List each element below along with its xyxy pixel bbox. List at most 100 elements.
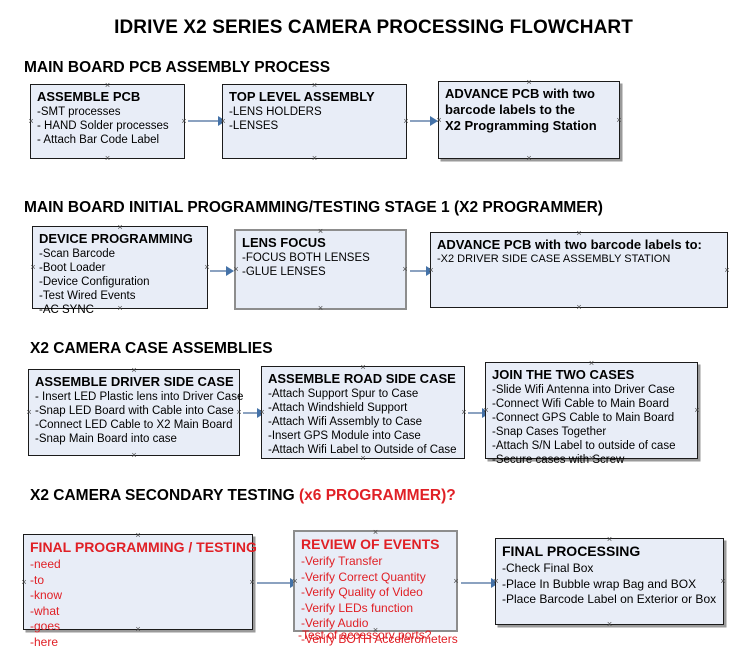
connector-handle-bottom[interactable]: [606, 621, 613, 628]
node-line: -FOCUS BOTH LENSES: [242, 252, 370, 264]
connector-handle-bottom[interactable]: [311, 155, 318, 162]
arrow-device-programming-to-lens-focus: [210, 266, 234, 276]
node-line: -know: [30, 588, 63, 602]
section-header-x2-camera-case-assemblies: X2 CAMERA CASE ASSEMBLIES: [30, 340, 273, 358]
node-line: -X2 DRIVER SIDE CASE ASSEMBLY STATION: [437, 253, 671, 265]
node-line: - Attach Bar Code Label: [37, 134, 160, 146]
connector-handle-top[interactable]: [526, 79, 533, 86]
connector-handle-top[interactable]: [311, 82, 318, 89]
node-device-programming[interactable]: DEVICE PROGRAMMING -Scan Barcode -Boot L…: [30, 224, 208, 316]
node-line: -here: [30, 634, 59, 649]
section-header-main-board-pcb-assembly: MAIN BOARD PCB ASSEMBLY PROCESS: [24, 59, 330, 77]
node-line: -GLUE LENSES: [242, 266, 326, 278]
node-line: -Place In Bubble wrap Bag and BOX: [502, 576, 697, 591]
connector-handle-top[interactable]: [576, 230, 583, 237]
node-title: DEVICE PROGRAMMING: [39, 231, 193, 246]
connector-handle-top[interactable]: [117, 224, 124, 231]
arrow-final-programming-to-review-of-events: [257, 578, 298, 588]
connector-handle-left[interactable]: [30, 264, 37, 271]
node-top-level-assembly[interactable]: TOP LEVEL ASSEMBLY -LENS HOLDERS -LENSES: [222, 84, 407, 159]
connector-handle-bottom[interactable]: [526, 155, 533, 162]
node-title: ADVANCE PCB with two: [445, 86, 595, 101]
node-title: FINAL PROGRAMMING / TESTING: [30, 539, 257, 555]
node-title: ADVANCE PCB with two barcode labels to:: [437, 237, 702, 252]
connector-handle-bottom[interactable]: [317, 305, 324, 312]
node-line: -Scan Barcode: [39, 248, 116, 260]
node-lens-focus[interactable]: LENS FOCUS -FOCUS BOTH LENSES -GLUE LENS…: [234, 229, 407, 310]
node-line: -Verify LEDs function: [301, 600, 414, 615]
arrow-top-level-assembly-to-advance-pcb: [410, 116, 438, 126]
node-title: FINAL PROCESSING: [502, 543, 641, 559]
node-review-of-events[interactable]: REVIEW OF EVENTS -Verify Transfer -Verif…: [292, 529, 460, 646]
connector-handle-left[interactable]: [26, 409, 33, 416]
node-line: -what: [30, 603, 60, 618]
node-line: -Verify Correct Quantity: [301, 569, 426, 584]
node-line: -Attach Wifi Label to Outside of Case: [268, 444, 457, 456]
connector-handle-top[interactable]: [317, 228, 324, 235]
connector-handle-left[interactable]: [28, 118, 35, 125]
connector-handle-top[interactable]: [104, 82, 111, 89]
connector-handle-right[interactable]: [236, 409, 243, 416]
node-line: -Attach S/N Label to outside of case: [492, 440, 676, 452]
node-review-of-events-overflow-line: -Test of accessory ports?: [298, 628, 432, 642]
section-header-text: MAIN BOARD PCB ASSEMBLY PROCESS: [24, 59, 331, 76]
node-assemble-driver-side-case[interactable]: ASSEMBLE DRIVER SIDE CASE - Insert LED P…: [26, 367, 243, 459]
connector-handle-bottom[interactable]: [576, 304, 583, 311]
node-title-line3: X2 Programming Station: [445, 118, 597, 133]
connector-handle-left[interactable]: [292, 578, 299, 585]
connector-handle-left[interactable]: [21, 579, 28, 586]
connector-handle-right[interactable]: [616, 117, 623, 124]
node-advance-pcb-to-driver-side-case-station[interactable]: ADVANCE PCB with two barcode labels to: …: [430, 232, 728, 308]
connector-handle-top[interactable]: [588, 360, 595, 367]
node-line: -Test Wired Events: [39, 290, 136, 302]
section-header-main-board-initial-programming: MAIN BOARD INITIAL PROGRAMMING/TESTING S…: [24, 199, 603, 217]
node-advance-pcb-to-programming-station[interactable]: ADVANCE PCB with two barcode labels to t…: [438, 81, 620, 159]
node-assemble-pcb[interactable]: ASSEMBLE PCB -SMT processes - HAND Solde…: [30, 84, 185, 159]
connector-handle-right[interactable]: [453, 578, 460, 585]
connector-handle-top[interactable]: [360, 364, 367, 371]
node-line: -Boot Loader: [39, 262, 106, 274]
node-line: - HAND Solder processes: [37, 120, 169, 132]
node-line: -Connect LED Cable to X2 Main Board: [35, 419, 233, 431]
node-final-processing[interactable]: FINAL PROCESSING -Check Final Box -Place…: [495, 538, 724, 625]
connector-handle-right[interactable]: [461, 409, 468, 416]
node-line: -Connect Wifi Cable to Main Board: [492, 398, 670, 410]
connector-handle-right[interactable]: [402, 266, 409, 273]
node-line: -LENS HOLDERS: [229, 106, 322, 118]
connector-handle-right[interactable]: [181, 118, 188, 125]
connector-handle-right[interactable]: [403, 118, 410, 125]
node-line: -Slide Wifi Antenna into Driver Case: [492, 384, 675, 396]
connector-handle-top[interactable]: [606, 536, 613, 543]
node-line: -Snap Cases Together: [492, 426, 607, 438]
node-line: -Insert GPS Module into Case: [268, 430, 421, 442]
connector-handle-bottom[interactable]: [104, 155, 111, 162]
node-line: -SMT processes: [37, 106, 121, 118]
connector-handle-top[interactable]: [372, 529, 379, 536]
node-final-programming-testing[interactable]: FINAL PROGRAMMING / TESTING -need -to -k…: [21, 532, 257, 649]
connector-handle-right[interactable]: [249, 579, 256, 586]
node-line: -to: [30, 572, 45, 587]
connector-handle-top[interactable]: [131, 367, 138, 374]
section-header-text: MAIN BOARD INITIAL PROGRAMMING/TESTING S…: [24, 199, 603, 216]
connector-handle-right[interactable]: [694, 407, 701, 414]
node-join-the-two-cases[interactable]: JOIN THE TWO CASES -Slide Wifi Antenna i…: [485, 360, 701, 466]
section-header-x2-camera-secondary-testing: X2 CAMERA SECONDARY TESTING (x6 PROGRAMM…: [30, 487, 456, 505]
node-title: REVIEW OF EVENTS: [301, 536, 440, 552]
node-line: -Verify Quality of Video: [301, 585, 423, 599]
connector-handle-right[interactable]: [724, 267, 731, 274]
node-assemble-road-side-case[interactable]: ASSEMBLE ROAD SIDE CASE -Attach Support …: [261, 366, 465, 459]
node-title: TOP LEVEL ASSEMBLY: [229, 89, 375, 104]
arrow-lens-focus-to-advance-pcb-driver-side: [410, 266, 434, 276]
node-line: -Snap Main Board into case: [35, 433, 177, 445]
node-line: -Attach Support Spur to Case: [268, 388, 419, 400]
connector-handle-top[interactable]: [135, 532, 142, 539]
connector-handle-left[interactable]: [233, 266, 240, 273]
connector-handle-right[interactable]: [720, 578, 727, 585]
node-line: -Verify BOTH Accelerometers: [301, 631, 458, 646]
node-line: -need: [30, 557, 61, 571]
arrow-assemble-pcb-to-top-level-assembly: [188, 116, 226, 126]
page-title: IDRIVE X2 SERIES CAMERA PROCESSING FLOWC…: [114, 17, 633, 38]
connector-handle-bottom[interactable]: [131, 452, 138, 459]
section-header-accent-text: (x6 PROGRAMMER)?: [299, 487, 456, 504]
node-line: -LENSES: [229, 120, 279, 132]
